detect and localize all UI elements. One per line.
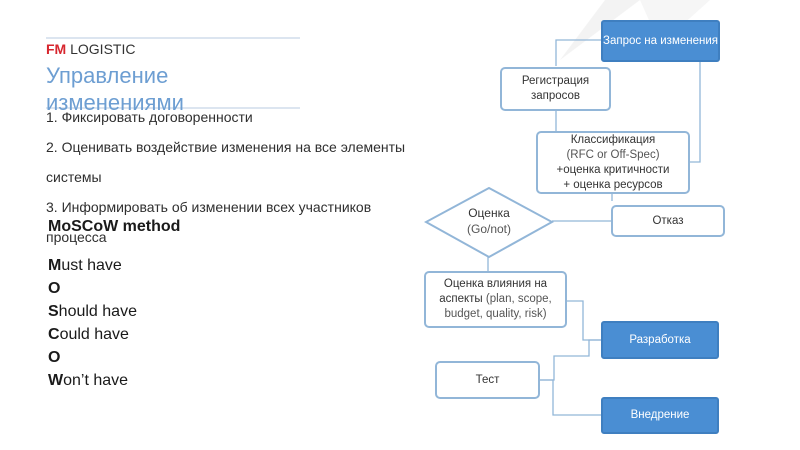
moscow-line-o-2: O [48, 349, 60, 367]
flow-impact-box: Оценка влияния на аспекты (plan, scope, … [424, 271, 567, 328]
flow-classification-resources: + оценка ресурсов [563, 178, 663, 191]
flow-registration-box: Регистрация запросов [500, 67, 611, 111]
flow-registration-label: Регистрация запросов [521, 75, 590, 102]
list-item-3-line-2: процесса [46, 229, 107, 245]
flow-test-box: Тест [435, 361, 540, 399]
moscow-line-must: Must have [48, 257, 122, 275]
moscow-letter: W [48, 372, 64, 389]
flow-decision-title: Оценка [468, 206, 510, 220]
title-line-2: изменениями [46, 90, 184, 115]
moscow-line-should: Should have [48, 303, 137, 321]
moscow-line-wont: Won’t have [48, 372, 128, 390]
flow-classification-critical: +оценка критичности [556, 163, 670, 176]
moscow-text: on’t have [63, 372, 129, 389]
flow-impact-sub: (plan, scope, budget, quality, risk) [444, 293, 552, 320]
brand-logistic: LOGISTIC [66, 41, 136, 57]
moscow-letter: O [48, 349, 61, 366]
flow-decision-diamond [424, 187, 554, 259]
list-item-2-line-1: 2. Оценивать воздействие изменения на вс… [46, 139, 406, 155]
flow-impact-title: Оценка влияния на аспекты [439, 278, 548, 305]
list-item-2-line-2: системы [46, 169, 102, 185]
brand-fm: FM [46, 41, 67, 57]
moscow-letter: M [48, 257, 62, 274]
flow-development-box: Разработка [601, 321, 719, 359]
list-item-1: 1. Фиксировать договоренности [46, 109, 253, 125]
moscow-letter: C [48, 326, 60, 343]
moscow-line-could: Could have [48, 326, 129, 344]
moscow-heading: MoSCoW method [48, 218, 181, 235]
flow-development-label: Разработка [629, 333, 691, 346]
flow-request-label: Запрос на изменения [603, 34, 718, 47]
flow-decision-text: Оценка (Go/not) [454, 205, 524, 237]
flow-deploy-label: Внедрение [630, 409, 690, 421]
flow-deploy-box: Внедрение [601, 397, 719, 434]
flow-classification-box: Классификация (RFC or Off-Spec) +оценка … [536, 131, 690, 194]
flow-reject-label: Отказ [652, 214, 684, 227]
title-line-1: Управление [46, 63, 169, 88]
moscow-text: hould have [58, 303, 137, 320]
flow-test-label: Тест [475, 373, 500, 386]
flow-reject-box: Отказ [611, 205, 725, 237]
flow-request-box: Запрос на изменения [601, 20, 720, 62]
brand-logo: FM LOGISTIC [46, 41, 135, 57]
moscow-text: ould have [59, 326, 129, 343]
moscow-text: ust have [61, 257, 122, 274]
flow-classification-title: Классификация [570, 133, 656, 146]
page-title: Управление изменениями [46, 62, 366, 116]
moscow-letter: S [48, 303, 59, 320]
flow-decision-sub: (Go/not) [466, 222, 511, 236]
moscow-letter: O [48, 280, 61, 297]
moscow-line-o-1: O [48, 280, 60, 298]
list-item-3-line-1: 3. Информировать об изменении всех участ… [46, 199, 372, 215]
flow-classification-sub: (RFC or Off-Spec) [566, 148, 660, 161]
